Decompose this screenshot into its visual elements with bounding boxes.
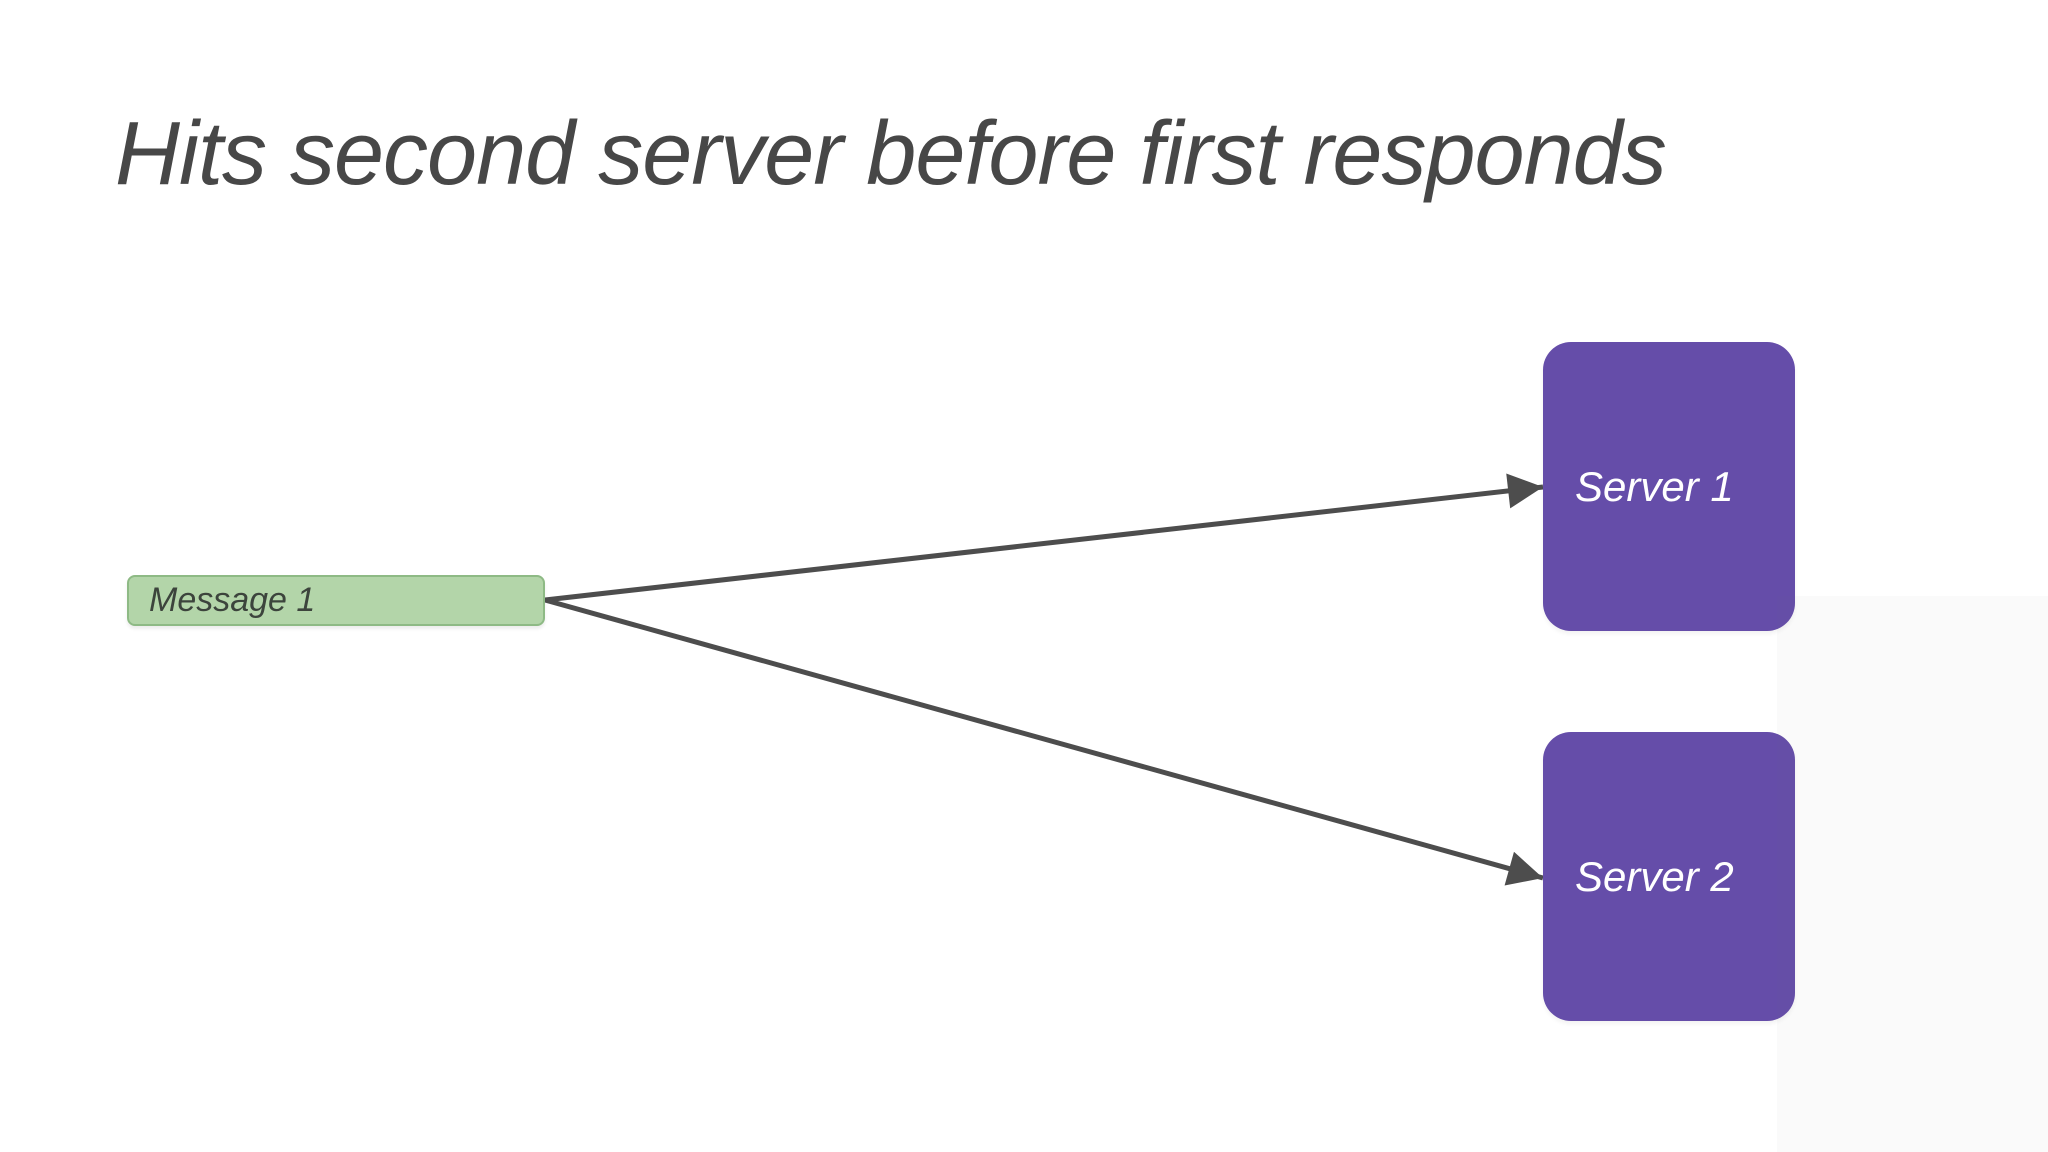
node-server-2: Server 2 [1543, 732, 1795, 1021]
video-overlay-shade [1777, 596, 2048, 1152]
slide-title: Hits second server before first responds [115, 104, 1667, 204]
server-2-label: Server 2 [1575, 852, 1734, 900]
arrow-message-to-server1 [544, 473, 1544, 603]
server-1-label: Server 1 [1575, 462, 1734, 510]
arrow-message-to-server2 [544, 597, 1544, 886]
message-label: Message 1 [149, 581, 316, 619]
node-server-1: Server 1 [1543, 342, 1795, 631]
node-message-1: Message 1 [127, 575, 545, 626]
